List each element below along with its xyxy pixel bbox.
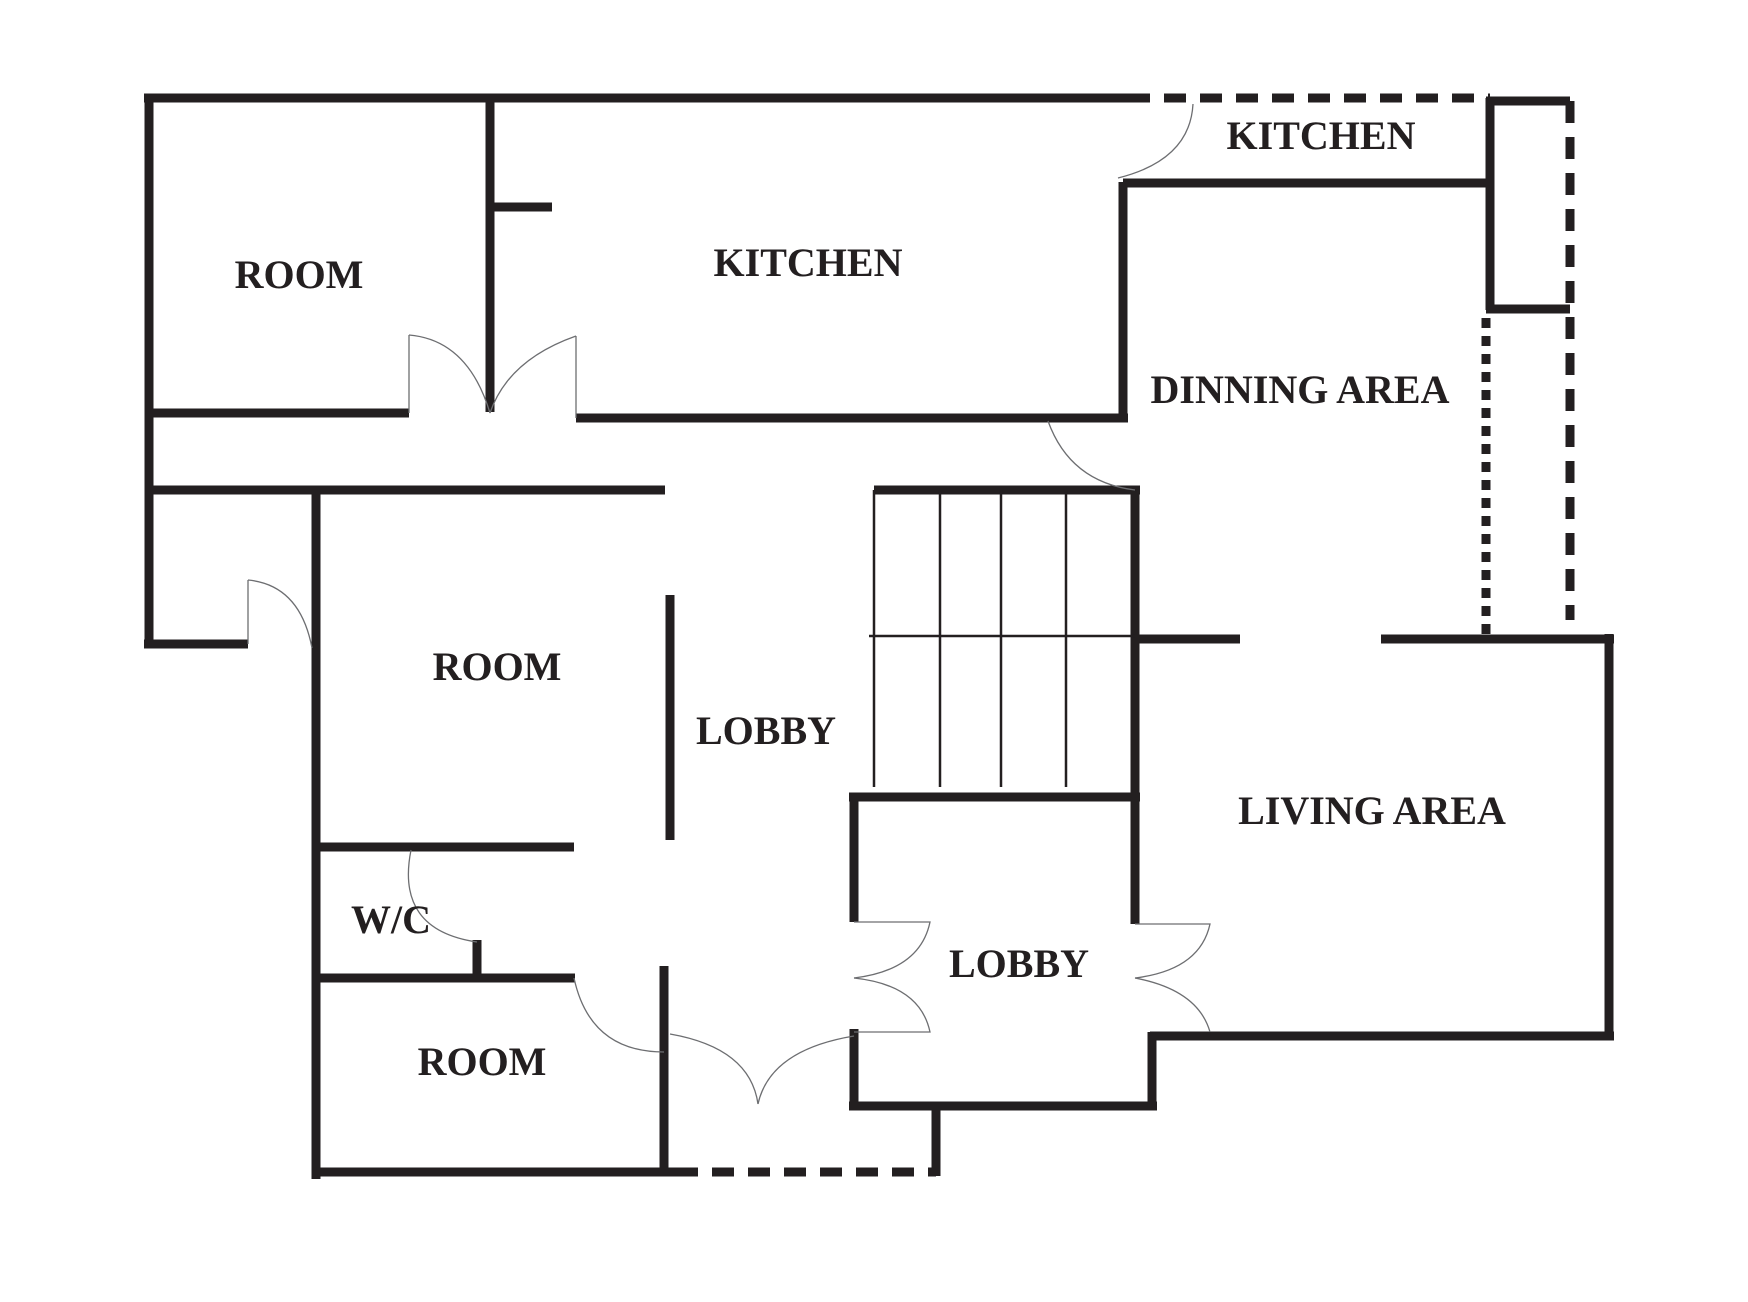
kitchen-label-top-right: KITCHEN — [1227, 113, 1416, 158]
dinning-area-label: DINNING AREA — [1151, 367, 1450, 412]
staircase — [869, 490, 1135, 787]
lobby-label-center: LOBBY — [696, 708, 836, 753]
door-swings — [247, 103, 1211, 1105]
walls — [144, 93, 1614, 1179]
room-label-bottom: ROOM — [418, 1039, 547, 1084]
dashed-walls — [676, 93, 1575, 1177]
kitchen-label-main: KITCHEN — [714, 240, 903, 285]
room-labels: ROOM KITCHEN KITCHEN DINNING AREA ROOM L… — [235, 113, 1506, 1084]
lobby-label-lower: LOBBY — [949, 941, 1089, 986]
room-label-middle: ROOM — [433, 644, 562, 689]
room-label-top-left: ROOM — [235, 252, 364, 297]
living-area-label: LIVING AREA — [1238, 788, 1506, 833]
wc-label: W/C — [351, 897, 431, 942]
